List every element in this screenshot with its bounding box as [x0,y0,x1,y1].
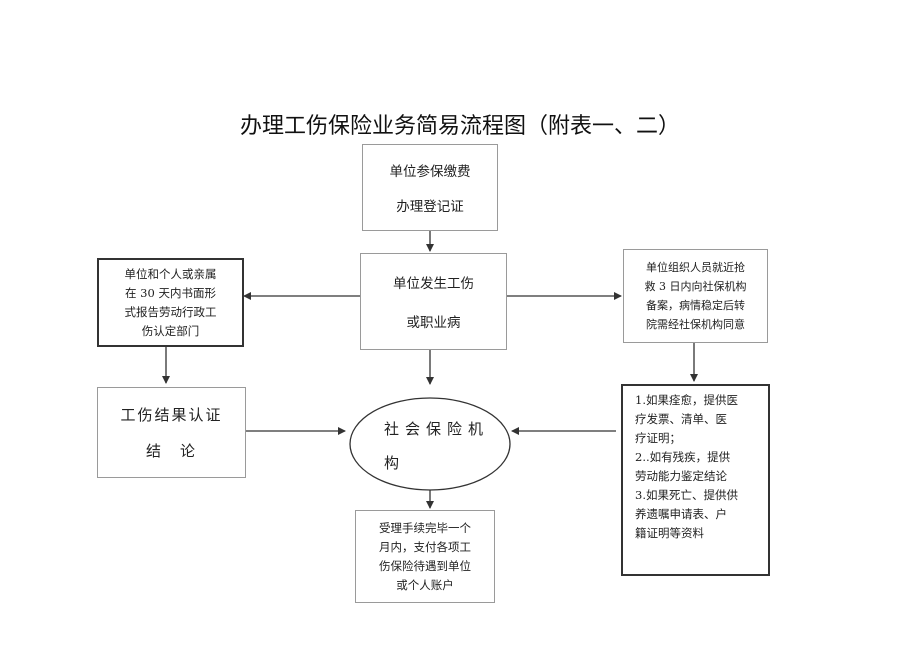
register-box: 单位参保缴费 办理登记证 [362,144,498,231]
report-line-1: 单位和个人或亲属 [124,266,217,281]
social-line-1: 社会保险机 [384,420,490,438]
injury-box: 单位发生工伤 或职业病 [360,253,507,350]
materials-line-7: 养遗嘱申请表、户 [635,507,727,521]
register-line-1: 单位参保缴费 [389,164,471,180]
report-line-4: 伤认定部门 [141,323,200,338]
hospital-line-1: 单位组织人员就近抢 [646,261,745,274]
injury-line-2: 或职业病 [406,314,461,331]
payment-line-2: 月内，支付各项工 [379,539,471,554]
payment-box: 受理手续完毕一个 月内，支付各项工 伤保险待遇到单位 或个人账户 [355,510,495,603]
report-line-3: 式报告劳动行政工 [124,304,217,319]
conclusion-line-1: 工伤结果认证 [120,405,223,424]
materials-line-1: 1.如果痊愈，提供医 [635,393,738,407]
payment-line-1: 受理手续完毕一个 [379,520,471,535]
materials-line-6: 3.如果死亡、提供供 [635,488,738,502]
materials-line-5: 劳动能力鉴定结论 [635,469,727,483]
materials-line-2: 疗发票、清单、医 [635,412,727,426]
materials-line-4: 2..如有残疾，提供 [635,450,731,464]
hospital-box: 单位组织人员就近抢 救 3 日内向社保机构 备案，病情稳定后转 院需经社保机构同… [623,249,768,343]
materials-line-8: 籍证明等资料 [635,526,704,540]
payment-line-3: 伤保险待遇到单位 [379,558,471,573]
materials-box: 1.如果痊愈，提供医 疗发票、清单、医 疗证明； 2..如有残疾，提供 劳动能力… [621,384,770,576]
report-line-2: 在 30 天内书面形 [125,285,216,300]
materials-line-3: 疗证明； [635,431,681,445]
injury-line-1: 单位发生工伤 [393,276,474,293]
hospital-line-4: 院需经社保机构同意 [646,318,745,331]
report-box: 单位和个人或亲属 在 30 天内书面形 式报告劳动行政工 伤认定部门 [97,258,244,347]
conclusion-line-2: 结 论 [145,442,197,461]
conclusion-box: 工伤结果认证 结 论 [97,387,246,478]
social-line-2: 构 [384,454,406,472]
page-title: 办理工伤保险业务简易流程图（附表一、二） [239,114,680,139]
payment-line-4: 或个人账户 [396,577,454,592]
social-insurance-label: 社会保险机 构 [350,400,510,492]
social-insurance-ellipse [349,397,511,491]
hospital-line-2: 救 3 日内向社保机构 [644,280,747,293]
hospital-line-3: 备案，病情稳定后转 [646,299,745,312]
register-line-2: 办理登记证 [396,199,464,215]
